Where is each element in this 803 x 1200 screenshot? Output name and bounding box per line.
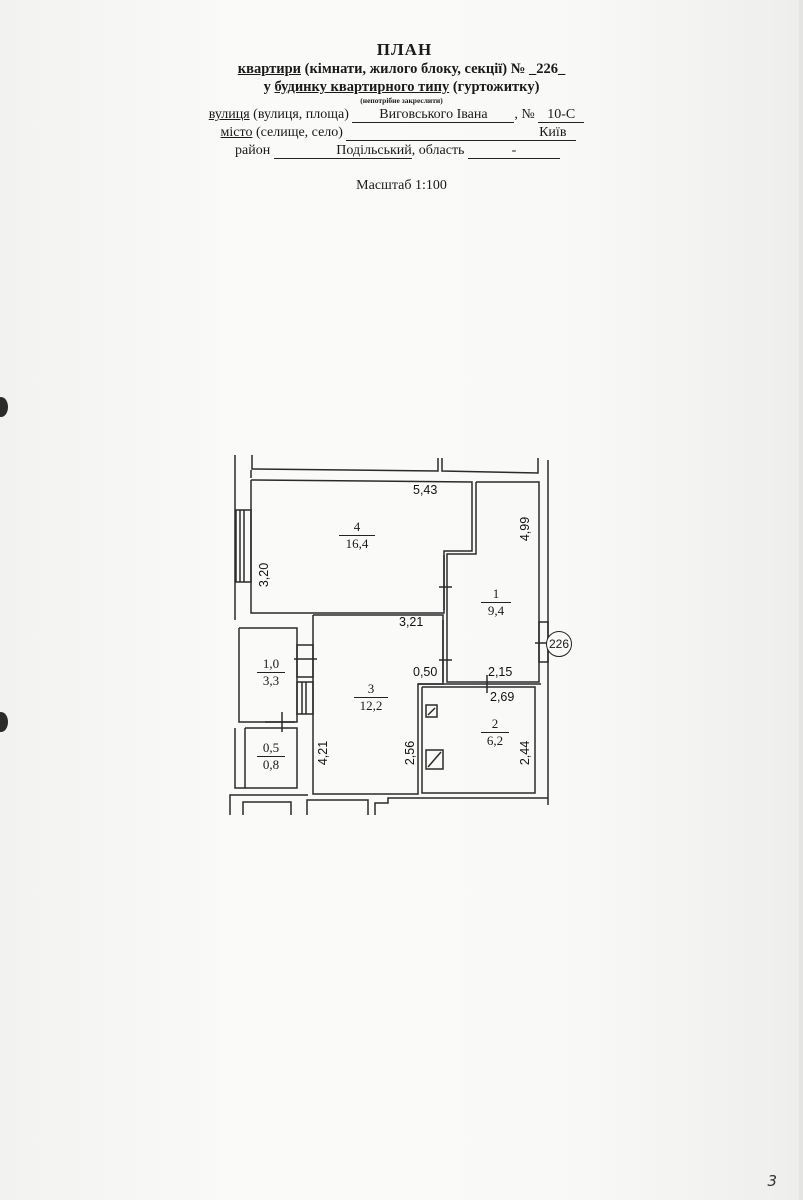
street-label: вулиця [208,107,250,122]
dim-room3-inner-height: 2,56 [403,740,418,766]
apartment-word: квартири [237,61,301,77]
house-no-value: 10-С [538,107,585,123]
apartment-number: _226_ [528,61,566,77]
room-number: 0,5 [257,740,285,757]
city-label-rest: (селище, село) [252,125,343,140]
room-3-label: 3 12,2 [354,681,388,714]
region-value: - [467,143,560,159]
room-number: 1,0 [257,656,285,673]
room-number: 2 [481,716,509,733]
street-value: Виговського Івана [352,107,515,123]
floor-plan: 5,43 3,20 4,99 3,21 0,50 2,15 2,69 4,21 … [225,450,585,815]
city-label: місто [220,125,253,140]
apartment-marker: 226 [546,631,572,657]
dim-opening: 0,50 [413,665,438,679]
room-number: 3 [354,681,388,698]
district-line: район Подільський, область - [0,142,803,160]
dim-room2-width: 2,69 [490,690,515,704]
dim-room3-height: 4,21 [316,740,331,766]
room-number: 4 [339,519,375,536]
street-label-rest: (вулиця, площа) [249,107,349,122]
city-line: місто (селище, село) Київ [0,124,803,142]
document-header: ПЛАН квартири (кімнати, жилого блоку, се… [0,40,803,160]
scale-label: Масштаб 1:100 [356,178,447,193]
region-label: , область [411,143,465,158]
room-area: 12,2 [359,698,383,713]
dim-room1-width: 2,15 [488,665,513,679]
room-area: 3,3 [262,673,280,688]
dim-room4-height: 3,20 [257,562,272,588]
room-area: 16,4 [345,536,369,551]
room-1-label: 1 9,4 [481,586,511,619]
dim-room1-height: 4,99 [518,516,533,542]
dim-room2-height: 2,44 [518,740,533,766]
building-prefix: у [263,79,275,95]
district-value: Подільський [273,143,412,159]
building-type-line: у будинку квартирного типу (гуртожитку) [0,78,803,96]
dim-room3-width: 3,21 [399,615,424,629]
apartment-desc: (кімнати, жилого блоку, секції) № [301,61,529,77]
floor-plan-drawing [229,455,553,815]
district-label: район [235,143,271,158]
page-number: 3 [767,1172,777,1190]
room-0-5-label: 0,5 0,8 [257,740,285,773]
room-1-0-label: 1,0 3,3 [257,656,285,689]
binder-hole-top [0,397,8,417]
room-2-label: 2 6,2 [481,716,509,749]
building-type-alt: (гуртожитку) [449,79,540,95]
dim-room4-width: 5,43 [413,483,438,497]
house-no-label: , № [514,107,535,122]
strike-note: (непотрібне закреслити) [360,96,443,105]
room-area: 6,2 [486,733,504,748]
room-4-label: 4 16,4 [339,519,375,552]
page-edge [799,0,803,1200]
street-line: вулиця (вулиця, площа) Виговського Івана… [0,106,803,124]
building-type: будинку квартирного типу [274,79,450,95]
room-number: 1 [481,586,511,603]
binder-hole-bottom [0,712,8,732]
room-area: 0,8 [262,757,280,772]
document-title: ПЛАН [376,40,433,59]
city-value: Київ [346,125,577,141]
apartment-line: квартири (кімнати, жилого блоку, секції)… [0,60,803,78]
room-area: 9,4 [487,603,505,618]
